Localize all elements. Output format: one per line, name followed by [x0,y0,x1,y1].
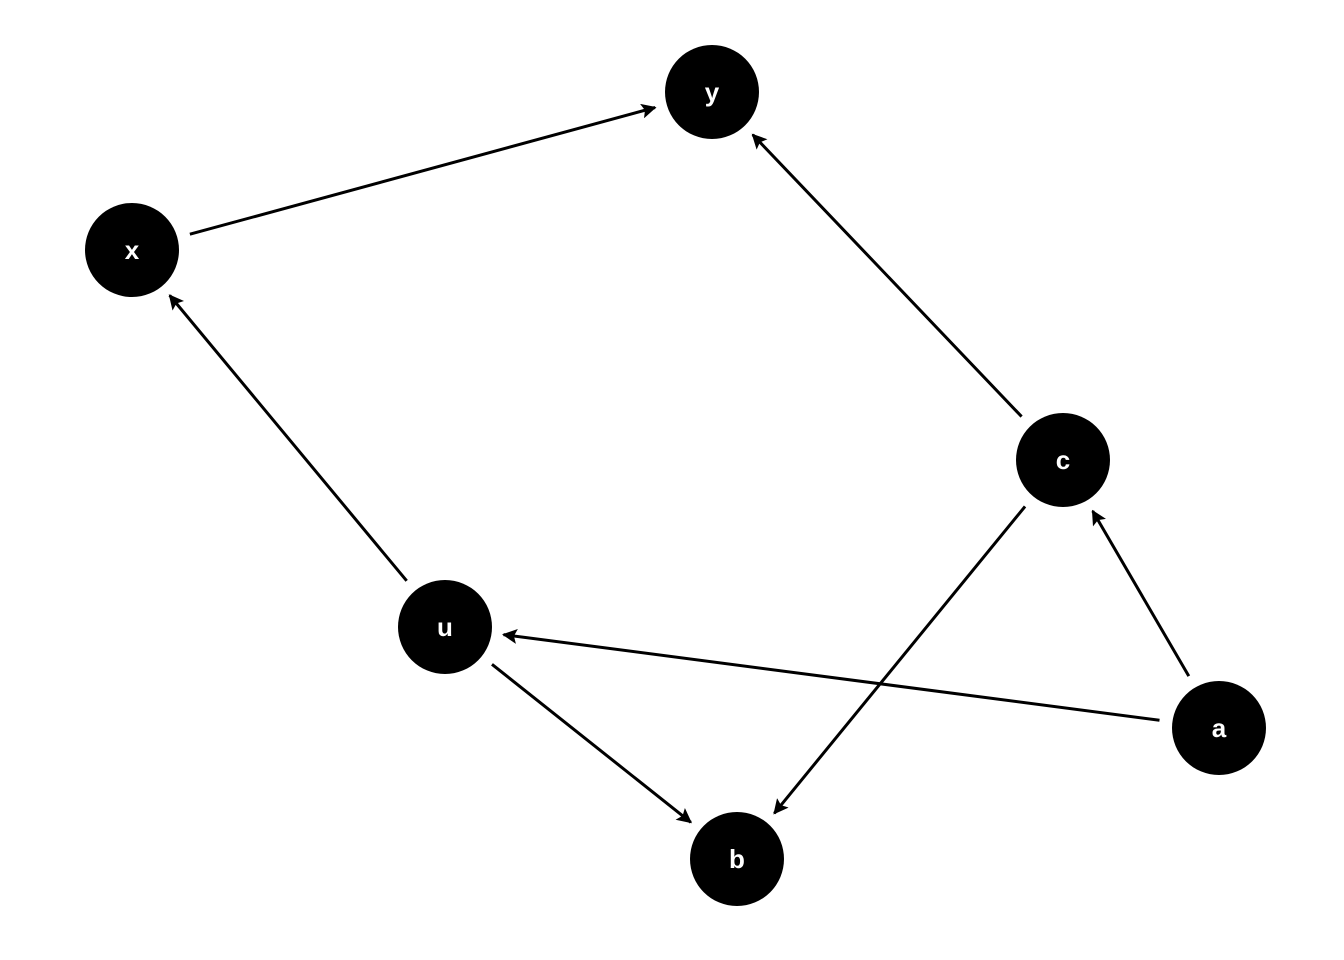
node-label: c [1056,445,1070,475]
edge-u-to-b [491,663,692,824]
node-label: b [729,844,745,874]
node-circle [1016,413,1110,507]
node-y: y [665,45,759,139]
edge-u-to-x [168,294,408,582]
node-label: x [125,235,140,265]
node-c: c [1016,413,1110,507]
edge-a-to-c [1091,509,1191,677]
node-circle [1172,681,1266,775]
edge-c-to-b [773,505,1027,815]
edge-a-to-u [502,628,1160,722]
node-label: y [705,77,720,107]
node-x: x [85,203,179,297]
edge-x-to-y [189,103,657,236]
node-b: b [690,812,784,906]
node-circle [665,45,759,139]
node-a: a [1172,681,1266,775]
node-circle [690,812,784,906]
node-label: a [1212,713,1227,743]
node-u: u [398,580,492,674]
edge-c-to-y [751,133,1023,418]
node-circle [398,580,492,674]
node-circle [85,203,179,297]
node-label: u [437,612,453,642]
